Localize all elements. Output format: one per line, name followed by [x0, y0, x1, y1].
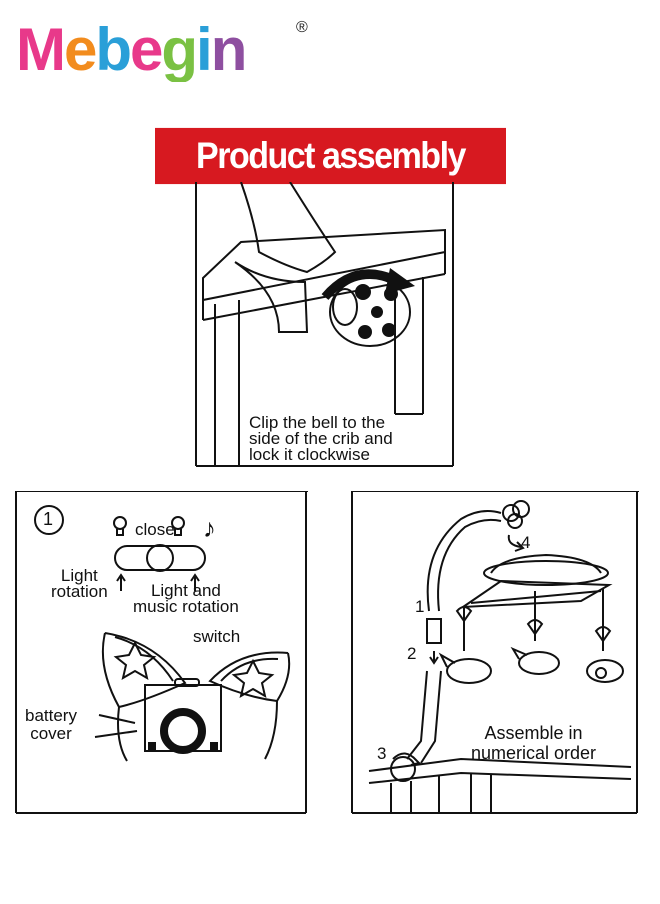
step-label-2: 2	[407, 644, 417, 663]
music-note-icon: ♪	[203, 513, 216, 543]
light-music-label-2: music rotation	[133, 597, 239, 616]
assemble-caption-2: numerical order	[471, 743, 597, 763]
logo-letter-e: e	[64, 16, 96, 82]
svg-text:Mebegin: Mebegin	[16, 16, 245, 82]
crib-clip-illustration: Clip the bell to the side of the crib an…	[195, 182, 457, 468]
step-label-1: 1	[415, 597, 425, 616]
caption-line-2: side of the crib and	[249, 429, 393, 448]
battery-cover-label-1: battery	[25, 706, 77, 725]
logo-letter-n: n	[211, 16, 246, 82]
caption-line-1: Clip the bell to the	[249, 413, 386, 432]
logo-letter-e2: e	[130, 16, 162, 82]
mebegin-logo: Mebegin ®	[16, 16, 308, 82]
light-rotation-label-2: rotation	[51, 582, 108, 601]
switch-illustration-panel: 1 close ♪ Light rotation Light and music…	[15, 491, 308, 815]
caption-line-3: lock it clockwise	[249, 445, 370, 464]
battery-cover-label-2: cover	[30, 724, 72, 743]
close-label: close	[135, 520, 175, 539]
logo-letter-b: b	[95, 16, 130, 82]
logo-letter-m: M	[16, 16, 64, 82]
step-label-3: 3	[377, 744, 387, 763]
step-label-4: 4	[521, 533, 531, 552]
light-rotation-label-1: Light	[60, 566, 98, 585]
switch-label: switch	[193, 627, 241, 646]
logo-letter-i: i	[196, 16, 211, 82]
step-number-1: 1	[43, 509, 54, 529]
assemble-caption-1: Assemble in	[484, 723, 583, 743]
light-music-label-1: Light and	[150, 581, 221, 600]
registered-mark: ®	[296, 19, 308, 36]
mobile-assembly-panel: 1 2 3 4 Assemble in numerical order	[351, 491, 641, 815]
logo-letter-g: g	[161, 16, 196, 82]
page-title-banner: Product assembly diagram	[155, 127, 506, 233]
